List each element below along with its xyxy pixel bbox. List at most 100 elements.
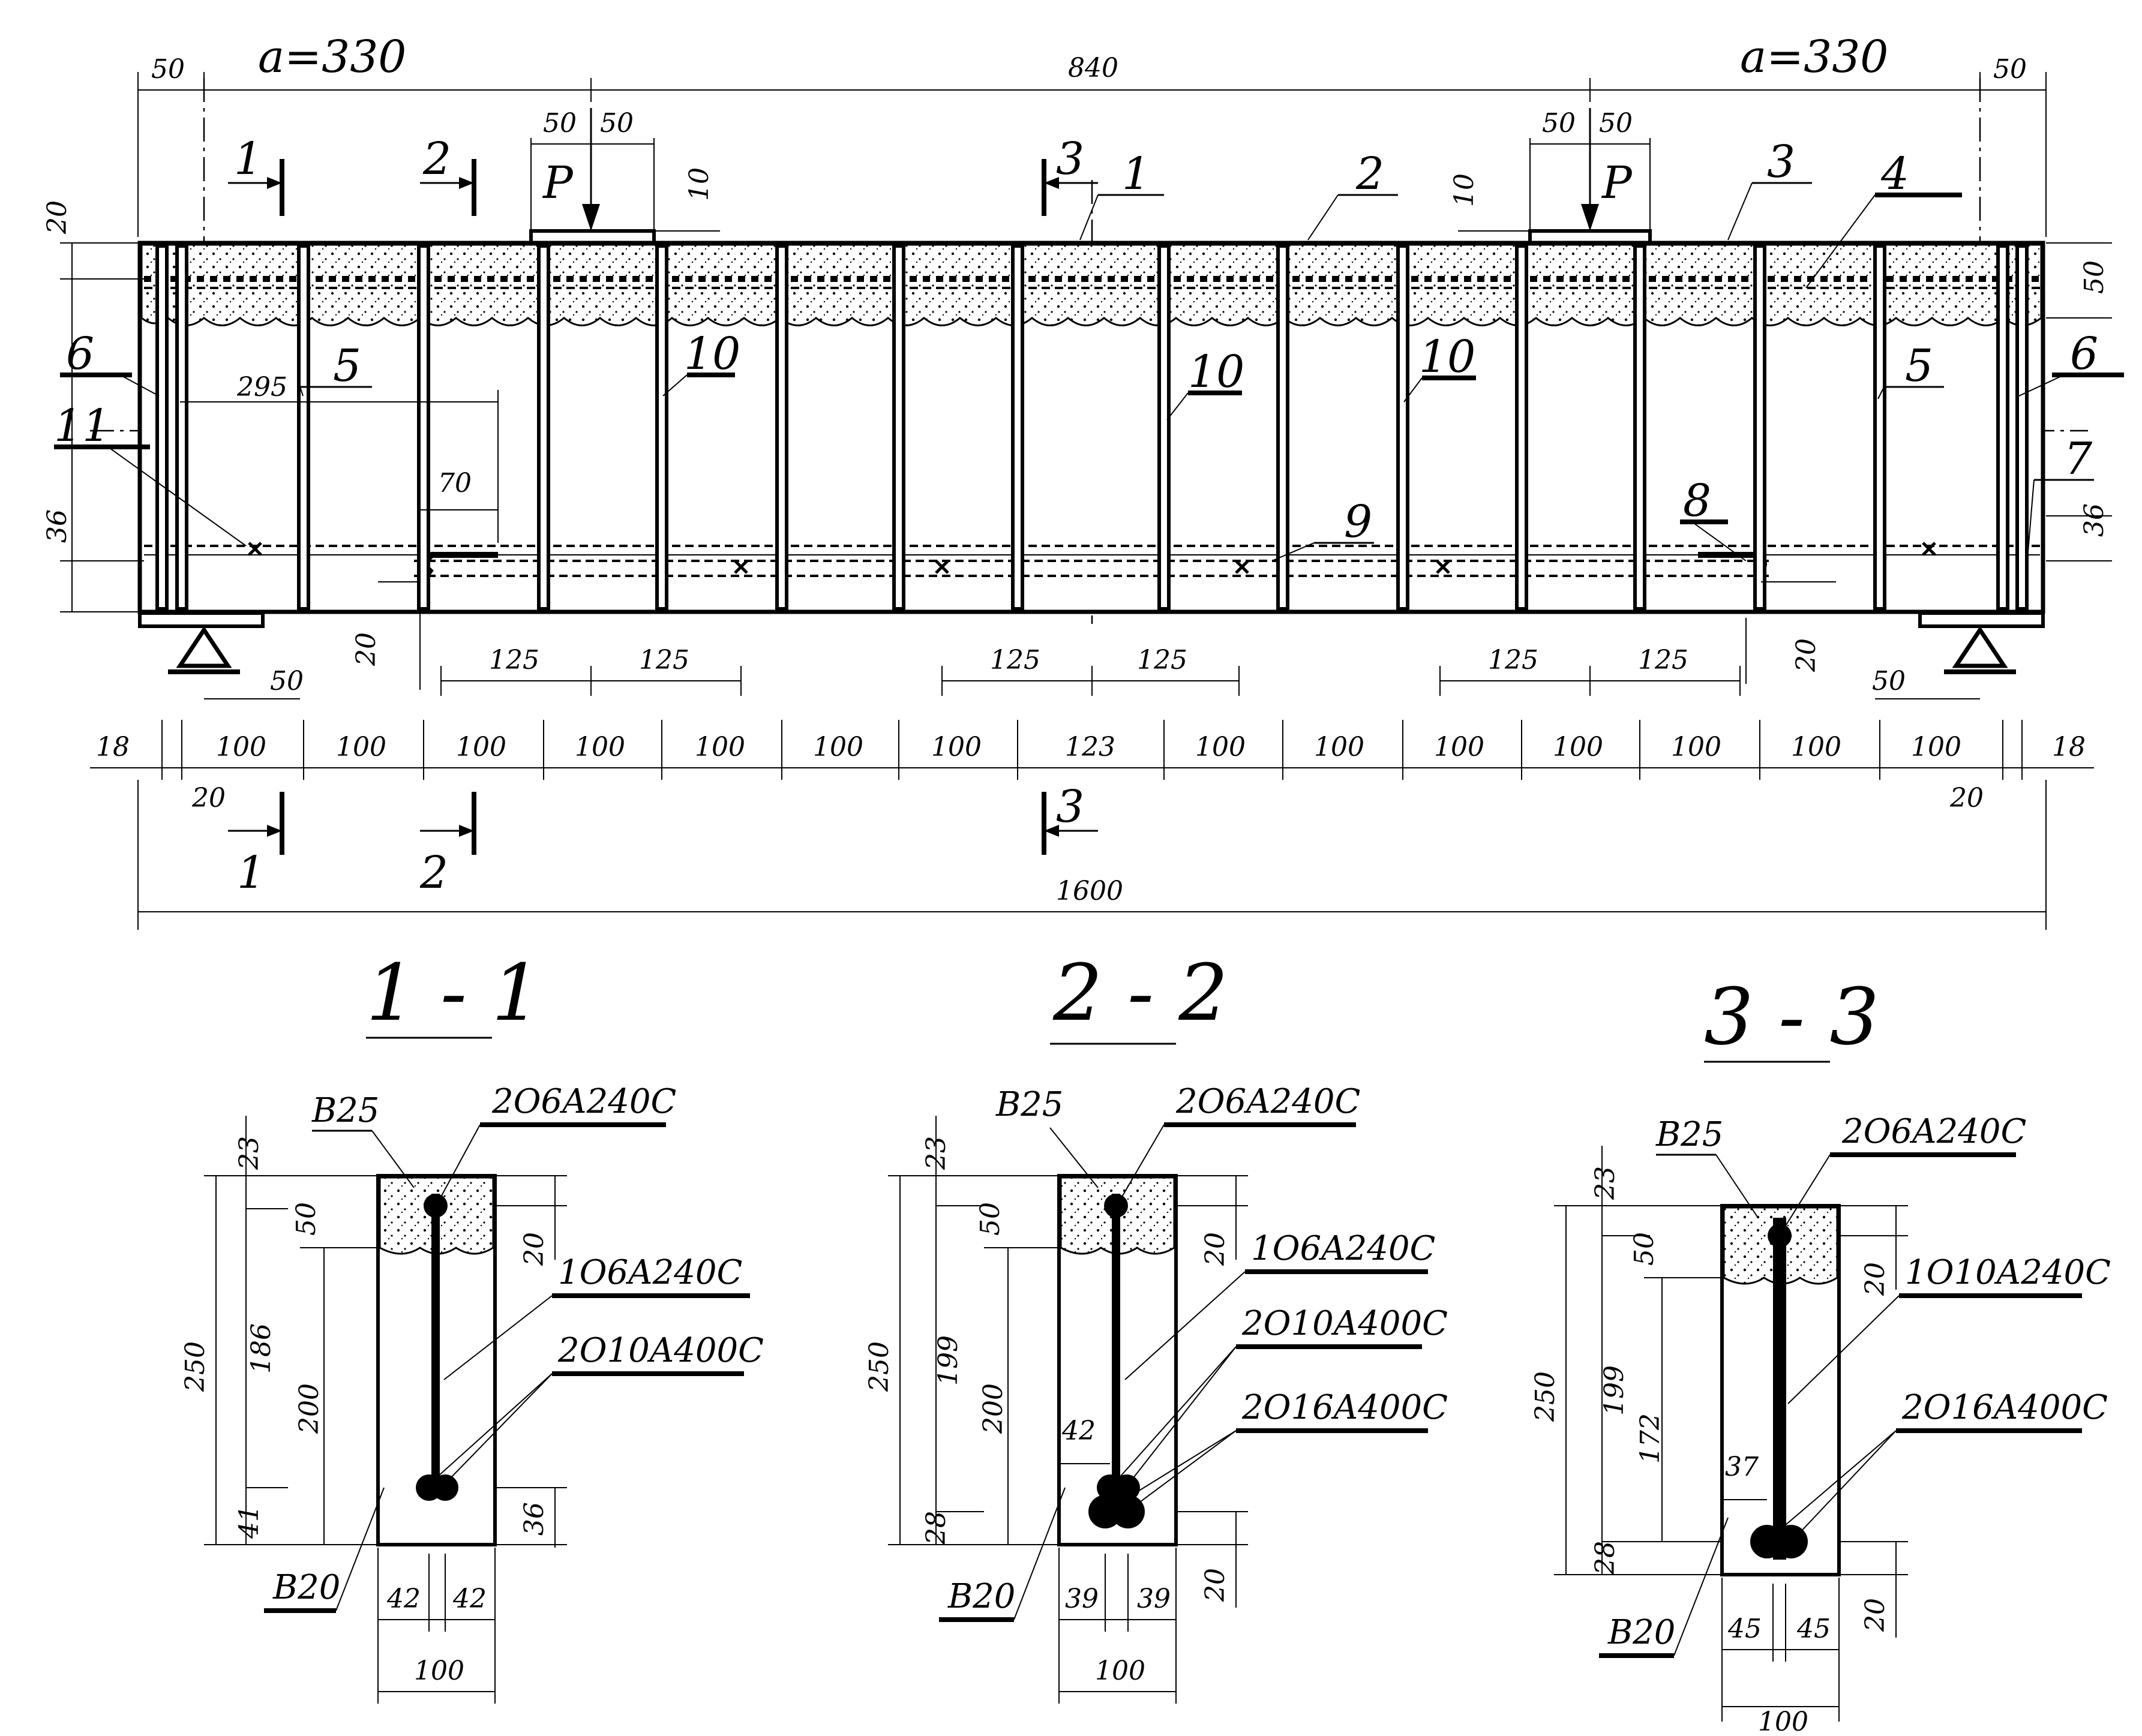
section-cut-marks <box>228 159 1098 855</box>
load-label-left: P <box>542 157 574 209</box>
top-cover-height: 20 <box>42 200 73 235</box>
load-arrow-right <box>1581 204 1599 231</box>
sec2-bottom-concrete: B20 <box>947 1577 1015 1616</box>
section-2-2: 2 - 2 23 50 199 200 28 250 42 20 20 <box>864 947 1448 1704</box>
position-10-b: 10 <box>1188 346 1244 398</box>
sec1-top-concrete: B25 <box>311 1091 379 1130</box>
plate-width-right-a: 50 <box>1542 108 1576 139</box>
bar-edge-offset-right: 18 <box>2052 732 2086 762</box>
sec1-bottom-bars: 2O10A400C <box>557 1331 764 1370</box>
position-5-right: 5 <box>1905 340 1933 392</box>
position-1: 1 <box>1122 148 1150 200</box>
sec3-dim-23: 23 <box>1590 1166 1621 1200</box>
beam-elevation: a=330 a=330 840 50 50 50 50 50 50 P P <box>42 31 2124 930</box>
section-1-title: 1 - 1 <box>366 947 541 1038</box>
position-6-left: 6 <box>66 328 94 380</box>
group-spacing-6: 125 <box>1638 645 1688 675</box>
sec1-dim-41: 41 <box>234 1505 265 1539</box>
spacing-9: 100 <box>1195 732 1246 762</box>
sec2-dim-100: 100 <box>1095 1656 1145 1686</box>
end-overhang-right: 50 <box>1993 54 2027 85</box>
compression-zone-fine-concrete <box>140 244 2042 326</box>
spacing-5: 100 <box>695 732 745 762</box>
support-plate-right <box>1918 611 2045 628</box>
plate-width-left-b: 50 <box>600 108 634 139</box>
support-edge-offset-right: 20 <box>1949 783 1984 813</box>
shear-span-left: a=330 <box>258 31 406 83</box>
sec1-dim-250: 250 <box>180 1341 211 1392</box>
position-2: 2 <box>1355 148 1384 200</box>
spacing-11: 100 <box>1434 732 1484 762</box>
sec1-dim-42-right: 42 <box>452 1584 487 1614</box>
support-plate-left <box>138 611 265 628</box>
spacing-14: 100 <box>1791 732 1841 762</box>
sec3-dim-28: 28 <box>1590 1541 1621 1575</box>
spacing-4: 100 <box>575 732 625 762</box>
position-10-c: 10 <box>1419 331 1475 383</box>
cross-bar-marks <box>248 542 1936 574</box>
cut-mark-1-bottom: 1 <box>237 847 265 899</box>
spacing-3: 100 <box>456 732 506 762</box>
sec3-dim-50: 50 <box>1629 1232 1660 1266</box>
sec2-dim-28: 28 <box>921 1511 952 1545</box>
hook-offset-left: 20 <box>351 632 382 666</box>
sec1-dim-20: 20 <box>519 1232 550 1266</box>
sec3-dim-20-top: 20 <box>1860 1262 1891 1296</box>
plate-width-right-b: 50 <box>1599 108 1633 139</box>
section-1-1: 1 - 1 23 50 186 200 41 250 20 36 <box>180 947 764 1704</box>
sec3-stirrup: 1O10A240C <box>1905 1253 2111 1292</box>
sec3-dim-100: 100 <box>1758 1707 1808 1736</box>
span-between-loads: 840 <box>1068 53 1118 83</box>
cut-mark-2-bottom: 2 <box>419 847 448 899</box>
position-5-left: 5 <box>333 340 361 392</box>
sec2-dim-23: 23 <box>921 1136 952 1170</box>
sec1-dim-50: 50 <box>291 1202 322 1236</box>
sec2-top-bars: 2O6A240C <box>1175 1082 1360 1121</box>
overall-length: 1600 <box>1056 876 1123 906</box>
cut-mark-3-top: 3 <box>1056 133 1084 185</box>
position-7: 7 <box>2064 433 2092 485</box>
position-6-right: 6 <box>2070 328 2098 380</box>
compression-zone-height: 50 <box>2079 260 2110 294</box>
group-spacing-2: 125 <box>639 645 689 675</box>
sec2-dim-50: 50 <box>975 1202 1006 1236</box>
support-right <box>1952 626 2008 668</box>
section-2-title: 2 - 2 <box>1052 947 1228 1038</box>
stirrups <box>155 244 2029 611</box>
sec3-dim-250: 250 <box>1530 1371 1561 1422</box>
support-offset-left: 50 <box>270 666 304 696</box>
spacing-15: 100 <box>1911 732 1961 762</box>
sec1-dim-23: 23 <box>234 1136 265 1170</box>
support-left <box>176 626 232 668</box>
end-overhang-left: 50 <box>151 54 185 85</box>
cut-mark-1-top: 1 <box>234 133 262 185</box>
bottom-cover-right: 36 <box>2079 503 2110 537</box>
position-3: 3 <box>1767 136 1795 188</box>
sec3-bottom-concrete: B20 <box>1607 1613 1675 1652</box>
position-leaders <box>54 182 2124 561</box>
sec1-dim-100: 100 <box>414 1656 464 1686</box>
sec2-top-concrete: B25 <box>995 1085 1063 1124</box>
group-spacing-5: 125 <box>1488 645 1538 675</box>
load-label-right: P <box>1601 157 1633 209</box>
sec3-dim-37: 37 <box>1725 1452 1759 1482</box>
load-gap-left: 10 <box>684 167 715 201</box>
sec1-top-bars: 2O6A240C <box>491 1082 676 1121</box>
sec1-dim-42-left: 42 <box>386 1584 421 1614</box>
sec1-dim-186: 186 <box>246 1323 277 1374</box>
spacing-ticks <box>161 720 2023 780</box>
cut-mark-2-top: 2 <box>422 133 451 185</box>
sec3-dim-199: 199 <box>1599 1365 1630 1416</box>
spacing-6: 100 <box>813 732 863 762</box>
spacing-13: 100 <box>1671 732 1721 762</box>
position-9: 9 <box>1344 496 1372 548</box>
spacing-7: 100 <box>931 732 982 762</box>
sec2-dim-20-top: 20 <box>1200 1232 1231 1266</box>
position-11: 11 <box>54 400 110 452</box>
sec2-dim-250: 250 <box>864 1341 895 1392</box>
group-spacing-1: 125 <box>489 645 539 675</box>
sec2-dim-199: 199 <box>933 1335 964 1386</box>
sec2-dim-20-bottom: 20 <box>1200 1568 1231 1602</box>
support-edge-offset-left: 20 <box>191 783 226 813</box>
bar-edge-offset-left: 18 <box>96 732 130 762</box>
